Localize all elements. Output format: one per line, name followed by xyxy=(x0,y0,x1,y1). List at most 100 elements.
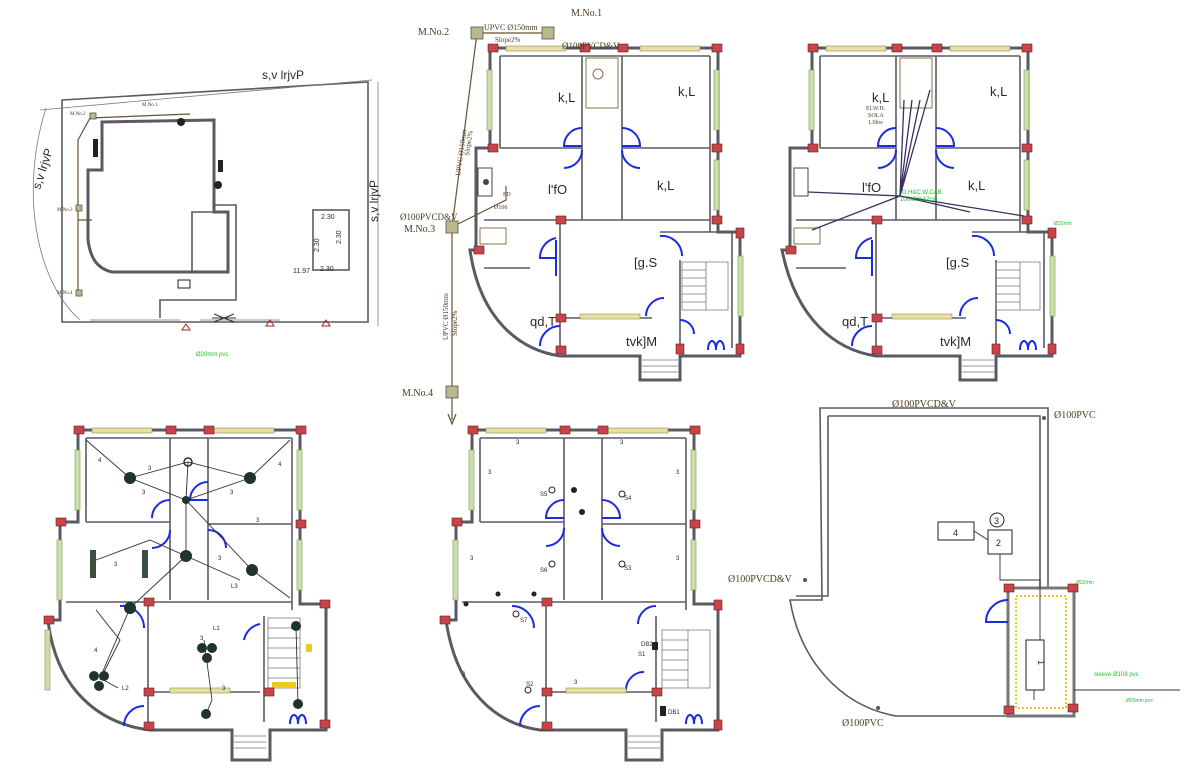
rp-column xyxy=(1067,583,1079,593)
rp-vent-top-label: Ø100PVCD&V xyxy=(892,399,957,410)
water-plan: El.W.H. SOLA 1.0hw D.H&C.W.CAB 100x60x12… xyxy=(780,43,1072,382)
dp-stair xyxy=(681,261,729,311)
wp-door-arc xyxy=(854,237,873,276)
lp-column xyxy=(295,519,307,529)
dp-slope-vert-label: Slope2% xyxy=(451,311,459,336)
site-mh4-label: M.No.4 xyxy=(57,291,73,296)
lp-stair xyxy=(267,617,301,689)
pp-window xyxy=(468,449,475,511)
dp-door-arc xyxy=(562,127,583,147)
wp-sink-icon xyxy=(793,167,809,197)
lp-light-icon xyxy=(94,681,104,691)
pp-switch-label: S7 xyxy=(520,618,528,624)
rp-pipe-note2: Ø20mm pvc xyxy=(1126,698,1153,704)
site-mh2-label: M.No.2 xyxy=(70,112,86,117)
pp-switch-label: S5 xyxy=(540,492,548,498)
lp-count: 4 xyxy=(98,458,102,464)
lp-marker xyxy=(306,644,312,652)
lp-count: 3 xyxy=(218,556,222,562)
wp-ewh-cap-label: 1.0hw xyxy=(868,120,884,126)
lp-column xyxy=(319,719,331,729)
lp-label-l2: L2 xyxy=(122,686,129,692)
pp-column xyxy=(559,425,571,435)
pp-switch-icon xyxy=(524,686,532,694)
wp-stair xyxy=(995,261,1041,311)
pp-window xyxy=(565,687,627,694)
site-manhole-icon xyxy=(75,289,83,297)
wp-column xyxy=(807,43,819,53)
lp-door-arc xyxy=(188,481,209,501)
wp-window xyxy=(1023,159,1030,211)
lp-count: 3 xyxy=(114,562,118,568)
pp-column xyxy=(689,425,701,435)
pp-switch-label: S1 xyxy=(638,652,646,658)
rp-column xyxy=(1067,703,1079,713)
site-gate-symbol xyxy=(212,313,236,323)
rp-tank-4-label: 4 xyxy=(953,528,958,538)
pp-column xyxy=(451,517,463,527)
lp-window xyxy=(296,449,303,511)
dp-pipe-branch xyxy=(451,186,507,228)
lp-light-icon xyxy=(293,699,303,709)
lp-window xyxy=(213,427,275,434)
lp-door-arc xyxy=(207,529,227,549)
lp-light-icon xyxy=(180,550,192,562)
site-road-curve xyxy=(32,107,81,321)
pp-window xyxy=(607,427,669,434)
lp-light-icon xyxy=(182,496,190,504)
pp-window xyxy=(485,427,547,434)
site-mh3-label: M.No.3 xyxy=(57,208,73,213)
rp-column xyxy=(1003,583,1015,593)
lp-label-l1: L1 xyxy=(213,626,220,632)
rp-headroom xyxy=(1006,586,1076,718)
site-parking-box xyxy=(312,209,350,271)
wp-column xyxy=(891,43,903,53)
lp-count: 4 xyxy=(278,462,282,468)
pp-count: 3 xyxy=(574,680,578,686)
wp-supply-lines xyxy=(807,89,1025,231)
lp-column xyxy=(43,615,55,625)
dp-pipe-diagonal xyxy=(451,32,478,228)
wp-column xyxy=(1021,143,1033,153)
dp-column xyxy=(555,215,567,225)
lp-door-arc xyxy=(151,529,171,549)
dp-window xyxy=(713,69,720,131)
pp-column xyxy=(439,615,451,625)
dp-window xyxy=(713,159,720,211)
wp-window xyxy=(891,313,953,320)
dp-vent-top-label: Ø100PVCD&V xyxy=(562,41,620,51)
pp-socket-icon xyxy=(579,509,585,515)
lp-count: 3 xyxy=(230,490,234,496)
dp-inner-walls xyxy=(484,55,733,348)
wp-gate-arc xyxy=(1019,340,1037,351)
dp-column xyxy=(711,143,723,153)
wp-room-label: [g.S xyxy=(946,255,969,270)
lp-light-icon xyxy=(246,564,258,576)
dp-door-arc xyxy=(621,127,642,147)
site-inner-boundary xyxy=(159,204,237,318)
dp-wc-icon xyxy=(592,68,604,80)
dp-door-arc xyxy=(538,237,557,276)
wp-bath-fixture xyxy=(899,57,933,109)
lp-gate-arc xyxy=(289,714,307,725)
lp-marker xyxy=(272,682,296,688)
dp-room-label: k,L xyxy=(657,178,674,193)
site-manhole-icon xyxy=(89,112,97,120)
site-boundary xyxy=(61,81,369,323)
dp-column xyxy=(711,215,723,225)
wp-room-label: tvk]M xyxy=(940,334,971,349)
wp-column xyxy=(871,215,883,225)
lp-column xyxy=(143,721,155,731)
dp-window xyxy=(579,313,641,320)
dp-slope-diag-label: Slope2% xyxy=(463,130,474,156)
pp-column xyxy=(689,519,701,529)
site-dim-e: 11.97 xyxy=(293,268,310,275)
rp-pvc-bottom-label: Ø100PVC xyxy=(842,718,884,729)
pp-db1-icon xyxy=(660,706,666,716)
wp-window xyxy=(825,45,887,52)
pp-count: 3 xyxy=(488,470,492,476)
site-plan: s,v lrjvP s,v lrjvP s,v lrjvP 2.30 2.30 … xyxy=(30,68,381,358)
wp-door-arc xyxy=(935,149,955,169)
dp-slope-top-label: Slope2% xyxy=(495,36,520,44)
